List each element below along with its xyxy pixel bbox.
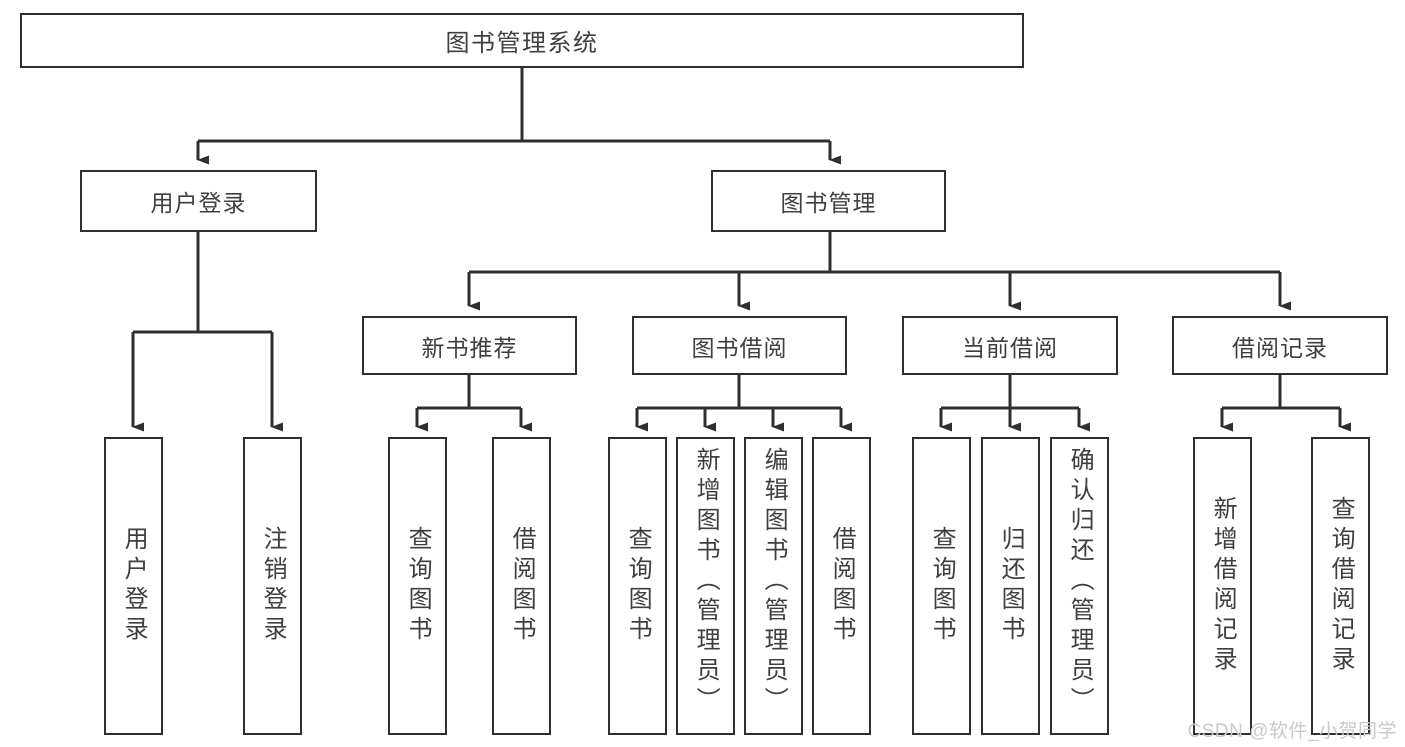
leaf-add-book-admin[interactable]: 新增图书（管理员） — [676, 437, 735, 735]
node-label: 新增图书（管理员） — [692, 447, 720, 717]
node-label: 新增借阅记录 — [1209, 496, 1237, 676]
node-label: 借阅图书 — [828, 526, 856, 646]
leaf-query-books-borrowing[interactable]: 查询图书 — [608, 437, 667, 735]
node-label: 图书管理系统 — [445, 30, 599, 57]
node-label: 查询图书 — [624, 526, 652, 646]
leaf-logout[interactable]: 注销登录 — [243, 437, 302, 735]
leaf-user-login[interactable]: 用户登录 — [104, 437, 163, 735]
leaf-query-books-current[interactable]: 查询图书 — [912, 437, 971, 735]
node-label: 用户登录 — [150, 190, 247, 216]
node-label: 借阅图书 — [508, 526, 536, 646]
leaf-query-books-recommendation[interactable]: 查询图书 — [388, 437, 447, 735]
node-label: 注销登录 — [259, 526, 287, 646]
node-label: 编辑图书（管理员） — [760, 447, 788, 717]
node-label: 查询图书 — [404, 526, 432, 646]
node-label: 借阅记录 — [1232, 334, 1328, 361]
node-label: 用户登录 — [120, 526, 148, 646]
leaf-borrow-books-borrowing[interactable]: 借阅图书 — [812, 437, 871, 735]
leaf-add-borrowing-record[interactable]: 新增借阅记录 — [1193, 437, 1252, 735]
node-label: 查询图书 — [928, 526, 956, 646]
node-label: 归还图书 — [997, 526, 1025, 646]
node-label: 查询借阅记录 — [1327, 496, 1355, 676]
leaf-edit-book-admin[interactable]: 编辑图书（管理员） — [744, 437, 803, 735]
node-current-borrowing[interactable]: 当前借阅 — [902, 316, 1118, 375]
node-label: 图书借阅 — [691, 334, 788, 361]
node-book-management[interactable]: 图书管理 — [711, 170, 946, 232]
leaf-return-books[interactable]: 归还图书 — [981, 437, 1040, 735]
node-book-borrowing[interactable]: 图书借阅 — [632, 316, 847, 375]
node-label: 当前借阅 — [962, 334, 1058, 361]
node-label: 确认归还（管理员） — [1066, 447, 1094, 717]
node-label: 图书管理 — [780, 190, 877, 216]
node-borrowing-records[interactable]: 借阅记录 — [1172, 316, 1388, 375]
watermark-text: CSDN @软件_小贺同学 — [1187, 721, 1397, 742]
node-user-login[interactable]: 用户登录 — [80, 170, 317, 232]
node-label: 新书推荐 — [421, 334, 518, 361]
leaf-confirm-return-admin[interactable]: 确认归还（管理员） — [1050, 437, 1109, 735]
node-root-book-management-system[interactable]: 图书管理系统 — [20, 13, 1024, 68]
leaf-borrow-books-recommendation[interactable]: 借阅图书 — [492, 437, 551, 735]
node-new-book-recommendation[interactable]: 新书推荐 — [362, 316, 577, 375]
leaf-query-borrowing-record[interactable]: 查询借阅记录 — [1311, 437, 1370, 735]
